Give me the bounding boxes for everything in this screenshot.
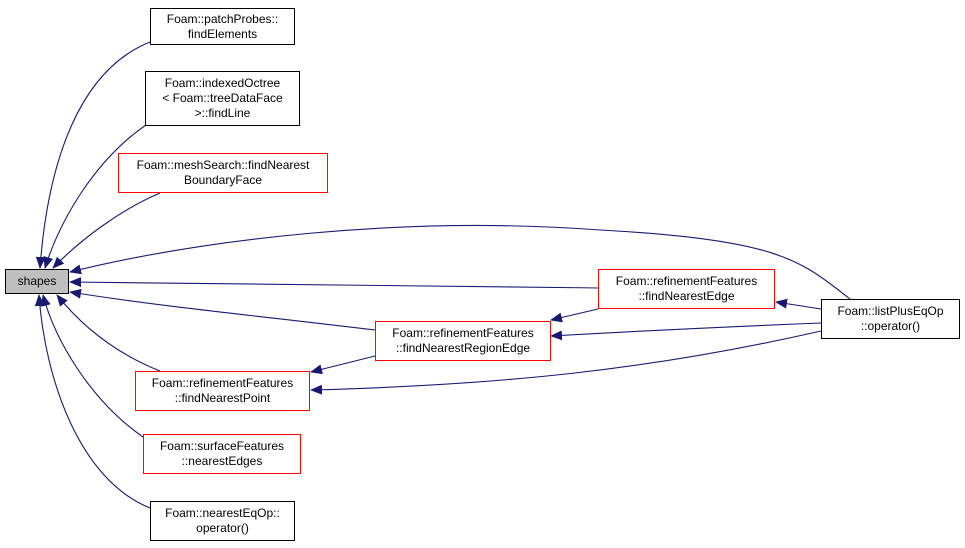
edge-regionedge-nearestpoint bbox=[310, 355, 376, 375]
node-label: >::findLine bbox=[194, 106, 251, 120]
node-label: Foam::meshSearch::findNearest bbox=[136, 158, 310, 172]
edge-meshsearch-shapes bbox=[52, 192, 161, 269]
node-surface-features-nearest-edges[interactable]: Foam::surfaceFeatures ::nearestEdges bbox=[143, 434, 301, 474]
node-label: shapes bbox=[17, 274, 57, 288]
edge-patchprobes-shapes bbox=[35, 41, 151, 269]
edge-surfacefeatures-shapes bbox=[41, 294, 144, 438]
node-label: operator() bbox=[196, 521, 249, 535]
node-find-nearest-region-edge[interactable]: Foam::refinementFeatures ::findNearestRe… bbox=[375, 321, 551, 361]
node-label: Foam::surfaceFeatures bbox=[159, 439, 285, 453]
node-patch-probes-find-elements[interactable]: Foam::patchProbes:: findElements bbox=[150, 8, 295, 45]
edge-nearesteqop-shapes bbox=[34, 294, 151, 509]
node-label: ::findNearestEdge bbox=[638, 289, 735, 303]
edge-listplus-shapes-top bbox=[69, 224, 851, 300]
node-label: ::nearestEdges bbox=[181, 454, 263, 468]
node-indexed-octree-find-line[interactable]: Foam::indexedOctree < Foam::treeDataFace… bbox=[145, 71, 300, 126]
node-shapes[interactable]: shapes bbox=[5, 269, 69, 294]
edge-listplus-nearestedge bbox=[775, 298, 822, 310]
node-label: ::findNearestPoint bbox=[174, 391, 271, 405]
edge-listplus-regionedge bbox=[550, 322, 822, 341]
node-label: ::operator() bbox=[860, 319, 921, 333]
node-label: findElements bbox=[187, 26, 258, 41]
node-label: Foam::refinementFeatures bbox=[392, 326, 534, 340]
node-label: BoundaryFace bbox=[183, 173, 263, 187]
node-label: Foam::nearestEqOp:: bbox=[165, 506, 280, 520]
node-label: Foam::refinementFeatures bbox=[151, 376, 294, 390]
edge-regionedge-nearestedge bbox=[550, 308, 599, 323]
edge-regionedge-shapes bbox=[69, 288, 376, 331]
edge-listplus-nearestpoint bbox=[310, 330, 822, 395]
node-label: Foam::refinementFeatures bbox=[615, 274, 758, 288]
node-nearest-eq-op-operator[interactable]: Foam::nearestEqOp:: operator() bbox=[150, 501, 295, 541]
edge-nearestedge-shapes bbox=[69, 277, 599, 289]
node-label: Foam::indexedOctree bbox=[164, 76, 281, 90]
edge-indexedoctree-shapes bbox=[43, 124, 147, 269]
node-mesh-search-find-nearest-boundary-face[interactable]: Foam::meshSearch::findNearest BoundaryFa… bbox=[118, 153, 328, 193]
node-find-nearest-edge[interactable]: Foam::refinementFeatures ::findNearestEd… bbox=[598, 269, 775, 309]
node-label: < Foam::treeDataFace bbox=[162, 91, 283, 105]
node-list-plus-eq-op-operator[interactable]: Foam::listPlusEqOp ::operator() bbox=[821, 299, 960, 339]
edge-nearestpoint-shapes bbox=[56, 294, 161, 372]
node-label: ::findNearestRegionEdge bbox=[395, 341, 531, 355]
node-label: Foam::listPlusEqOp bbox=[837, 304, 944, 318]
node-label: Foam::patchProbes:: bbox=[166, 11, 279, 26]
node-find-nearest-point[interactable]: Foam::refinementFeatures ::findNearestPo… bbox=[135, 371, 310, 411]
